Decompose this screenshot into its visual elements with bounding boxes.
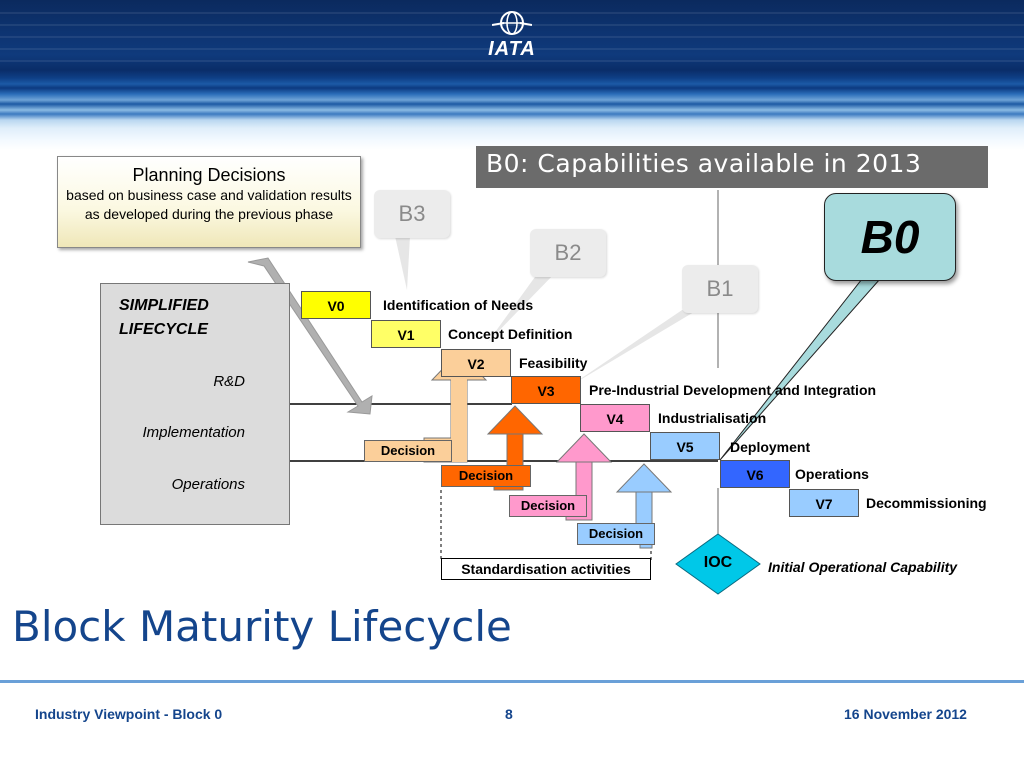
- version-desc-v4: Industrialisation: [658, 410, 767, 426]
- b2-callout-tail: [488, 270, 558, 342]
- b3-callout: B3: [374, 190, 450, 238]
- version-box-v3: V3: [511, 376, 581, 404]
- standardisation-activities-box: Standardisation activities: [441, 558, 651, 580]
- iata-logo-text: IATA: [488, 38, 536, 60]
- version-box-v1: V1: [371, 320, 441, 348]
- ioc-diamond: [675, 533, 761, 595]
- decision-arrow-head-2: [486, 405, 544, 435]
- planning-arrow: [247, 257, 373, 415]
- b3-callout-tail: [395, 236, 410, 290]
- footer-page-number: 8: [505, 706, 513, 722]
- decision-arrow-head-4: [615, 463, 673, 493]
- b0-callout: B0: [824, 193, 956, 281]
- planning-title: Planning Decisions: [132, 165, 286, 185]
- lifecycle-title-line2: LIFECYCLE: [119, 321, 208, 338]
- version-box-v5: V5: [650, 432, 720, 460]
- version-box-v7: V7: [789, 489, 859, 517]
- planning-subtitle: based on business case and validation re…: [66, 187, 352, 222]
- version-desc-v7: Decommissioning: [866, 495, 987, 511]
- phase-label-operations: Operations: [171, 476, 245, 493]
- b1-callout-tail: [570, 306, 704, 386]
- version-box-v6: V6: [720, 460, 790, 488]
- ioc-label: IOC: [703, 554, 733, 571]
- globe-logo-icon: [492, 11, 532, 35]
- footer-left-text: Industry Viewpoint - Block 0: [35, 706, 223, 722]
- simplified-lifecycle-box: [100, 283, 290, 525]
- b2-callout: B2: [530, 229, 606, 277]
- version-box-v0: V0: [301, 291, 371, 319]
- version-desc-v1: Concept Definition: [448, 326, 573, 342]
- ioc-description: Initial Operational Capability: [768, 559, 958, 575]
- decision-arrow-head-3: [555, 433, 613, 463]
- main-title: Block Maturity Lifecycle: [12, 602, 512, 651]
- header-banner: [0, 0, 1024, 150]
- decision-label-4: Decision: [577, 523, 655, 545]
- version-desc-v5: Deployment: [730, 439, 811, 455]
- footer-date: 16 November 2012: [844, 706, 967, 722]
- version-box-v4: V4: [580, 404, 650, 432]
- version-desc-v0: Identification of Needs: [383, 297, 534, 313]
- footer-divider: [0, 680, 1024, 683]
- b1-callout: B1: [682, 265, 758, 313]
- version-desc-v2: Feasibility: [519, 355, 588, 371]
- phase-label-rd: R&D: [213, 373, 245, 390]
- planning-decisions-box: Planning Decisions based on business cas…: [57, 156, 361, 248]
- lifecycle-title-line1: SIMPLIFIED: [119, 297, 209, 314]
- slide-title-bar: B0: Capabilities available in 2013: [476, 146, 988, 188]
- decision-label-2: Decision: [441, 465, 531, 487]
- version-desc-v6: Operations: [795, 466, 869, 482]
- decision-label-3: Decision: [509, 495, 587, 517]
- version-box-v2: V2: [441, 349, 511, 377]
- decision-label-1: Decision: [364, 440, 452, 462]
- phase-label-implementation: Implementation: [142, 424, 245, 441]
- version-desc-v3: Pre-Industrial Development and Integrati…: [589, 382, 877, 398]
